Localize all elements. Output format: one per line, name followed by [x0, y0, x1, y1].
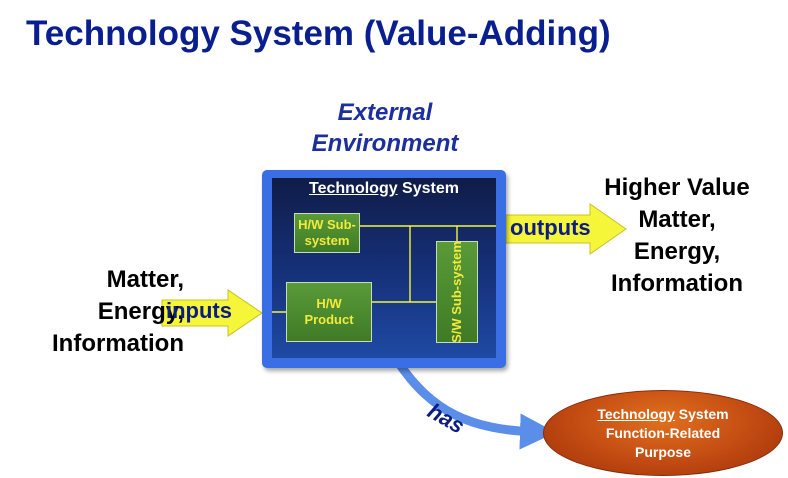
outputs-arrow-label: outputs — [510, 215, 591, 240]
technology-system-title-underlined: Technology — [309, 180, 398, 197]
sw-subsystem-box: S/W Sub-system — [436, 241, 478, 343]
outputs-description: Higher Value Matter, Energy, Information — [592, 172, 762, 300]
outputs-line-information: Information — [611, 270, 743, 297]
external-environment-label: External Environment — [290, 97, 480, 159]
purpose-line-3: Purpose — [634, 443, 691, 460]
hw-product-line-1: H/W — [316, 296, 342, 311]
purpose-line-1: Technology System — [597, 405, 728, 424]
inputs-description: Matter, Energy, Information — [34, 264, 184, 360]
sw-subsystem-label: S/W Sub-system — [449, 241, 465, 343]
inputs-line-information: Information — [52, 330, 184, 357]
hw-subsystem-box: H/W Sub-system — [294, 213, 360, 253]
inputs-arrow-label: inputs — [166, 298, 232, 323]
inputs-line-energy: Energy, — [97, 298, 184, 325]
system-connectors — [272, 225, 496, 313]
technology-system-panel: Technology System H/W Sub-system H/W Pro… — [272, 178, 496, 358]
page-title: Technology System (Value-Adding) — [26, 14, 611, 53]
outputs-line-energy: Energy, — [633, 238, 721, 265]
has-arrow — [394, 359, 556, 450]
purpose-line-1-underlined: Technology — [597, 405, 675, 422]
technology-system-title: Technology System — [272, 180, 496, 198]
outputs-arrow — [505, 203, 627, 255]
outputs-line-matter: Matter, — [638, 206, 716, 233]
hw-product-box: H/W Product — [286, 282, 372, 342]
outputs-line-higher-value: Higher Value — [604, 174, 750, 201]
external-environment-line-1: External — [337, 99, 433, 126]
technology-system-title-rest: System — [397, 180, 459, 197]
inputs-arrow — [161, 289, 263, 337]
technology-system-box: Technology System H/W Sub-system H/W Pro… — [262, 170, 506, 368]
inputs-line-matter: Matter, — [106, 266, 184, 293]
system-purpose-ellipse: Technology System Function-Related Purpo… — [543, 390, 783, 476]
external-environment-line-2: Environment — [311, 130, 459, 157]
purpose-line-2: Function-Related — [605, 424, 721, 441]
hw-product-line-2: Product — [304, 312, 354, 327]
purpose-line-1-rest: System — [674, 405, 729, 422]
